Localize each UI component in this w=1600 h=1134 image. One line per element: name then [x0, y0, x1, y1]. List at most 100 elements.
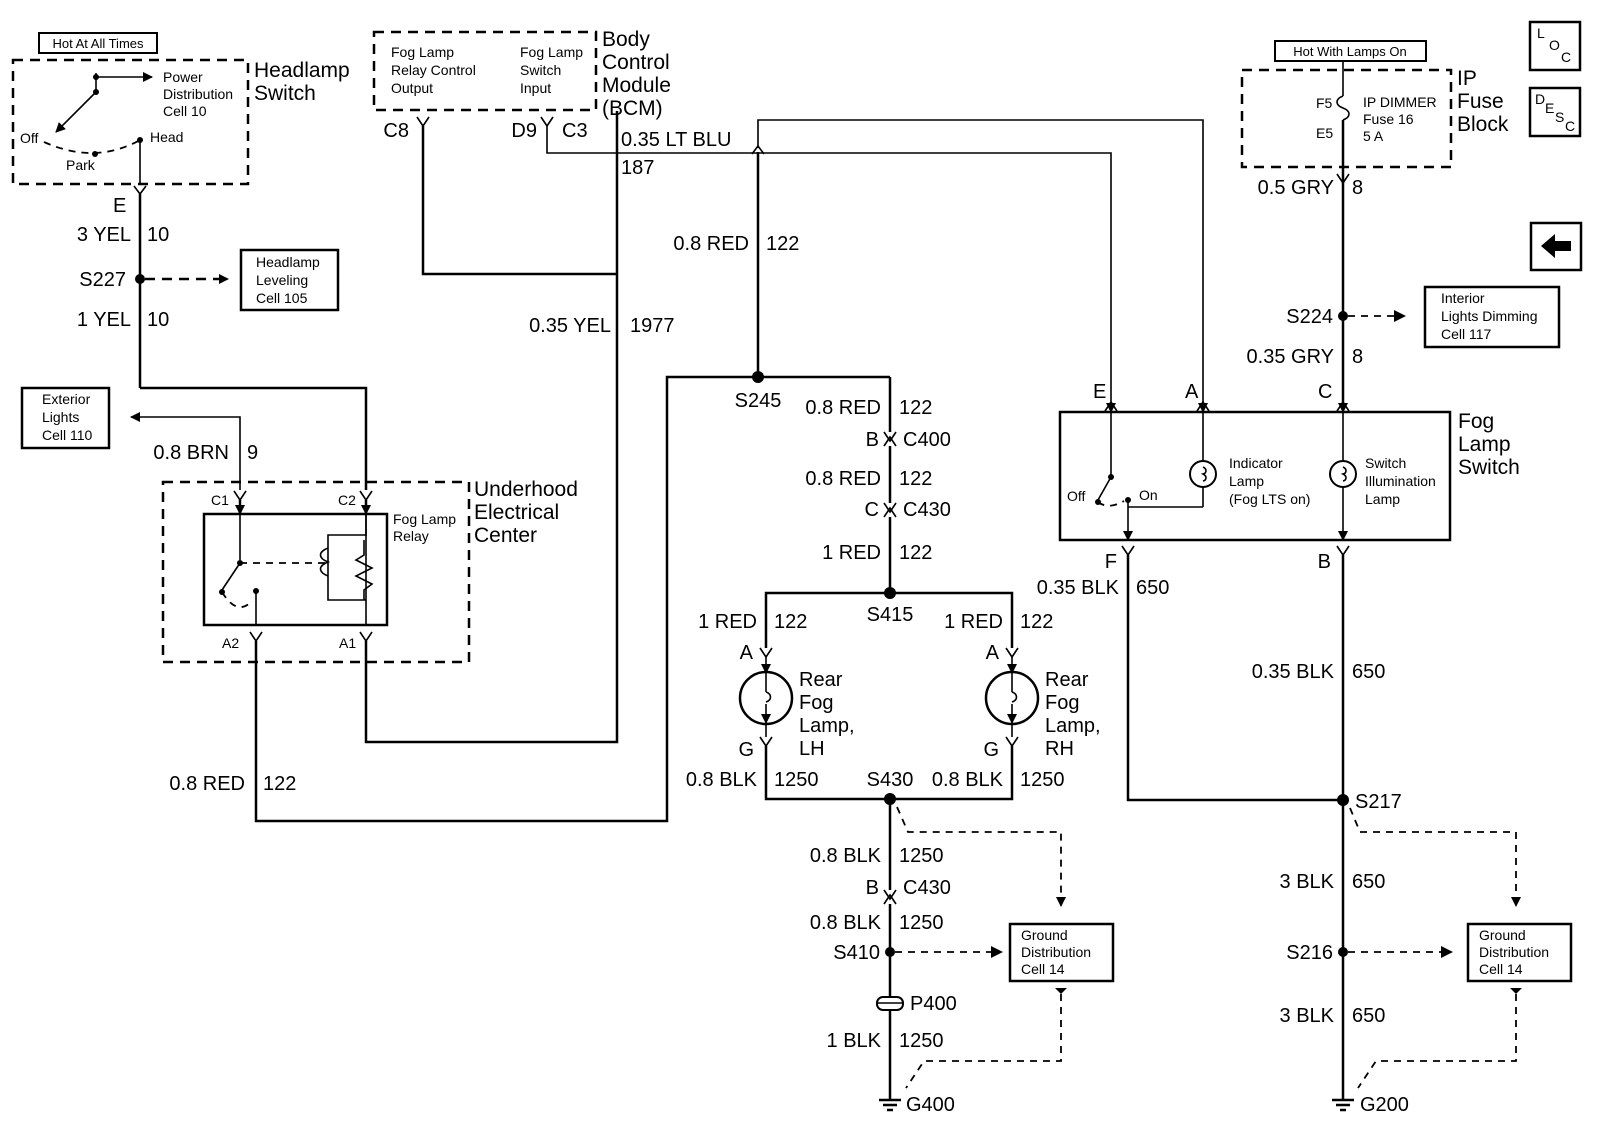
- back-button[interactable]: [1529, 221, 1583, 272]
- fog-switch-pin-f: F: [1105, 551, 1117, 573]
- wire-lh-label: 1 RED: [698, 611, 757, 633]
- right-ground-path: 0.35 BLK 650 0.35 BLK 650 S217 3 BLK 650…: [1037, 555, 1573, 1116]
- wire-seg2-circuit: 122: [899, 468, 932, 490]
- wire-rh-circuit: 122: [1020, 611, 1053, 633]
- wire-gry1-label: 0.5 GRY: [1258, 177, 1334, 199]
- fog-switch-pin-e: E: [1093, 381, 1106, 403]
- location-button[interactable]: LOC: [1528, 20, 1582, 72]
- wire-blk-f-circuit: 650: [1136, 577, 1169, 599]
- pin-b-c430: B: [866, 877, 879, 899]
- ground-g400: G400: [906, 1094, 955, 1116]
- wire-g3-label: 1 BLK: [827, 1030, 882, 1052]
- splice-s216: S216: [1286, 942, 1333, 964]
- splice-s430: S430: [867, 769, 914, 791]
- connector-e: E: [113, 195, 126, 217]
- wire-g3-circuit: 1250: [899, 1030, 944, 1052]
- lamp-rh-pin-a: A: [986, 642, 1000, 664]
- lamp-lh-pin-g: G: [738, 739, 754, 761]
- wire-blk-rh-circuit: 1250: [1020, 769, 1065, 791]
- pin-a2: A2: [222, 635, 239, 651]
- connector-c430-upper: C430: [903, 499, 951, 521]
- connector-c430-lower: C430: [903, 877, 951, 899]
- wire-b2-circuit: 650: [1352, 1005, 1385, 1027]
- wire-seg1-circuit: 122: [899, 397, 932, 419]
- wire-seg2-label: 0.8 RED: [805, 468, 881, 490]
- wire-brn-circuit: 9: [247, 442, 258, 464]
- back-arrow-icon: [1541, 234, 1571, 258]
- wire-lh-circuit: 122: [774, 611, 807, 633]
- pin-c2: C2: [338, 492, 356, 508]
- splice-s227: S227: [79, 269, 126, 291]
- fog-switch-pin-c: C: [1318, 381, 1332, 403]
- connector-d9: D9: [511, 120, 537, 142]
- wire-gry2-label: 0.35 GRY: [1247, 346, 1334, 368]
- wire-b1-circuit: 650: [1352, 871, 1385, 893]
- wire-g2-label: 0.8 BLK: [810, 912, 882, 934]
- wire-red-bottom-label: 0.8 RED: [169, 773, 245, 795]
- switch-off-label: Off: [20, 130, 39, 146]
- splice-s217: S217: [1355, 791, 1402, 813]
- loc-icon: LOC: [1537, 25, 1571, 65]
- connector-c400: C400: [903, 429, 951, 451]
- description-button[interactable]: DESC: [1528, 86, 1582, 138]
- wire-3yel-circuit: 10: [147, 224, 169, 246]
- wire-b1-label: 3 BLK: [1280, 871, 1335, 893]
- wire-1yel-circuit: 10: [147, 309, 169, 331]
- pin-c-c430: C: [865, 499, 879, 521]
- fog-switch-off-label: Off: [1067, 488, 1086, 504]
- splice-s245: S245: [735, 390, 782, 412]
- wire-seg3-label: 1 RED: [822, 542, 881, 564]
- connector-c8: C8: [383, 120, 409, 142]
- wire-blk-rh-label: 0.8 BLK: [932, 769, 1004, 791]
- wire-red-feed-circuit: 122: [766, 233, 799, 255]
- wire-blk-b-label: 0.35 BLK: [1252, 661, 1335, 683]
- wire-g1-label: 0.8 BLK: [810, 845, 882, 867]
- fog-switch-on-label: On: [1139, 487, 1158, 503]
- wire-yel-label: 0.35 YEL: [529, 315, 611, 337]
- fuse-pin-f5: F5: [1316, 95, 1333, 111]
- wire-ltblu-circuit: 187: [621, 157, 654, 179]
- wire-3yel-label: 3 YEL: [77, 224, 131, 246]
- middle-ground-path: 0.8 BLK 1250 B C430 0.8 BLK 1250 S410 Gr…: [810, 799, 1115, 1116]
- wire-g1-circuit: 1250: [899, 845, 944, 867]
- wire-blk-lh-circuit: 1250: [774, 769, 819, 791]
- wire-seg1-label: 0.8 RED: [805, 397, 881, 419]
- connector-p400: P400: [910, 993, 957, 1015]
- desc-icon: DESC: [1535, 91, 1575, 134]
- wire-1yel-label: 1 YEL: [77, 309, 131, 331]
- fog-switch-pin-a: A: [1185, 381, 1199, 403]
- wire-gry2-circuit: 8: [1352, 346, 1363, 368]
- wire-ltblu-label: 0.35 LT BLU: [621, 129, 731, 151]
- hot-at-all-times-label: Hot At All Times: [52, 36, 144, 51]
- switch-park-label: Park: [66, 157, 96, 173]
- wire-red-bottom-circuit: 122: [263, 773, 296, 795]
- hot-with-lamps-on-label: Hot With Lamps On: [1293, 44, 1406, 59]
- switch-head-label: Head: [150, 129, 183, 145]
- pin-c1: C1: [211, 492, 229, 508]
- splice-s224: S224: [1286, 306, 1333, 328]
- ground-icon: [879, 1098, 901, 1112]
- pin-a1: A1: [339, 635, 356, 651]
- wire-blk-lh-label: 0.8 BLK: [686, 769, 758, 791]
- lamp-rh-pin-g: G: [983, 739, 999, 761]
- wire-blk-b-circuit: 650: [1352, 661, 1385, 683]
- wire-gry1-circuit: 8: [1352, 177, 1363, 199]
- red-feed: 0.8 RED 122 S245 0.8 RED 122 B C400 0.8 …: [673, 119, 1204, 626]
